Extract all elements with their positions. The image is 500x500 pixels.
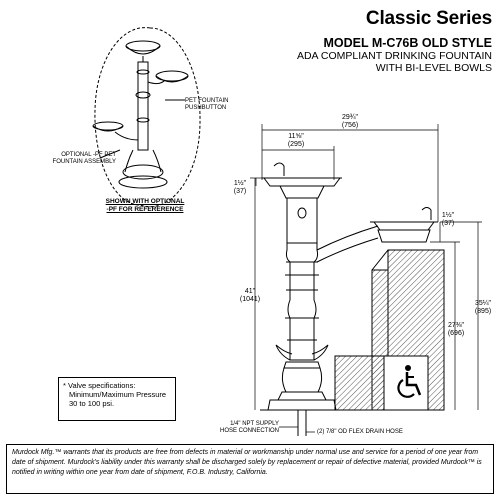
- wheelchair-icon: [383, 355, 429, 411]
- dim-value-in: 27⅜": [447, 322, 465, 329]
- dim-value-in: 29¾": [341, 114, 359, 121]
- dim-high-bowl-height: 35¼" (895): [470, 300, 496, 316]
- dim-value-in: 11⅝": [288, 133, 304, 140]
- description-line-1: ADA COMPLIANT DRINKING FOUNTAIN: [296, 50, 492, 62]
- dim-value-mm: (756): [341, 122, 359, 129]
- valve-specifications-box: * Valve specifications: Minimum/Maximum …: [58, 377, 176, 421]
- callout-line: PET FOUNTAIN: [185, 98, 229, 104]
- callout-optional-pet-fountain: OPTIONAL -PF PET FOUNTAIN ASSEMBLY: [48, 152, 116, 166]
- dim-value-mm: (1041): [239, 296, 261, 303]
- callout-drain-hose: (2) 7/8" OD FLEX DRAIN HOSE: [317, 429, 403, 435]
- dim-value-mm: (295): [287, 141, 305, 148]
- dim-value-mm: (696): [447, 330, 465, 337]
- callout-npt-supply: 1/4" NPT SUPPLY HOSE CONNECTION: [205, 421, 279, 435]
- callout-line: OPTIONAL -PF PET: [61, 152, 116, 158]
- dim-value-mm: (37): [233, 188, 247, 195]
- dim-left-rim: 1½" (37): [230, 180, 250, 196]
- dim-value-in: 35¼": [474, 300, 492, 307]
- dim-value-mm: (895): [474, 308, 492, 315]
- warranty-footer: Murdock Mfg.™ warrants that its products…: [6, 444, 494, 494]
- dim-bowl-width: 11⅝" (295): [284, 133, 308, 149]
- callout-pet-fountain-pushbutton: PET FOUNTAIN PUSHBUTTON: [185, 98, 228, 112]
- note-line: -PF FOR REFERERENCE: [106, 206, 184, 213]
- description-line-2: WITH BI-LEVEL BOWLS: [375, 62, 492, 74]
- callout-line: PUSHBUTTON: [185, 105, 227, 111]
- valve-line: * Valve specifications:: [63, 381, 136, 390]
- dim-overall-width: 29¾" (756): [338, 114, 362, 130]
- dim-value-in: 41": [244, 288, 256, 295]
- note-line: SHOWN WITH OPTIONAL: [105, 198, 185, 205]
- valve-line: Minimum/Maximum Pressure: [69, 390, 167, 399]
- callout-line: FOUNTAIN ASSEMBLY: [52, 159, 116, 165]
- dim-low-bowl-height: 27⅜" (696): [443, 322, 469, 338]
- callout-line: HOSE CONNECTION: [219, 428, 279, 434]
- dim-value-mm: (37): [441, 220, 455, 227]
- callout-line: 1/4" NPT SUPPLY: [230, 421, 279, 427]
- dim-value-in: 1½": [441, 212, 455, 219]
- shown-with-optional-note: SHOWN WITH OPTIONAL -PF FOR REFERERENCE: [90, 198, 200, 214]
- valve-line: 30 to 100 psi.: [69, 399, 115, 408]
- dim-value-in: 1½": [233, 180, 247, 187]
- series-title: Classic Series: [365, 8, 492, 29]
- dim-overall-height: 41" (1041): [236, 288, 264, 304]
- model-number: MODEL M-C76B OLD STYLE: [323, 36, 492, 50]
- dim-right-rim: 1½" (37): [438, 212, 458, 228]
- isometric-sketch: [92, 27, 201, 208]
- dimension-lines: [250, 124, 482, 433]
